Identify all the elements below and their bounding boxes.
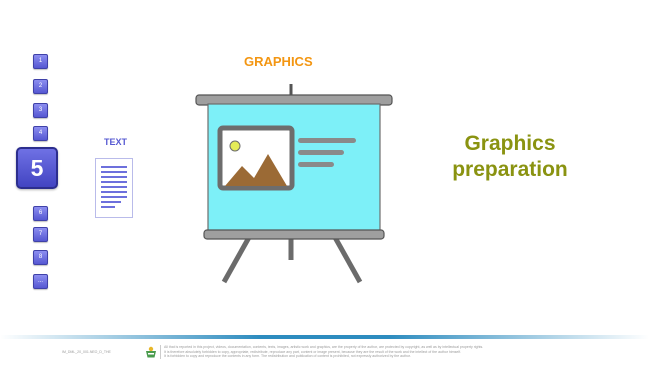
heading-line-2: preparation: [452, 158, 568, 181]
legal-line-3: It is forbidden to copy and reproduce th…: [164, 354, 411, 358]
step-button-7[interactable]: 7: [33, 227, 48, 242]
text-label: TEXT: [104, 137, 128, 147]
footer-divider-rule: [0, 335, 649, 339]
company-logo-icon: [146, 346, 156, 358]
document-icon: [95, 158, 133, 218]
graphics-label: GRAPHICS: [244, 54, 313, 69]
step-button-more[interactable]: ...: [33, 274, 48, 289]
footer-legal-notice: All that is reported in this project, vi…: [164, 345, 594, 359]
current-step-button[interactable]: 5: [16, 147, 58, 189]
footer-document-code: IM_DML_20_001.NEO_D_THE: [62, 350, 111, 354]
step-button-1[interactable]: 1: [33, 54, 48, 69]
heading-line-1: Graphics: [464, 132, 556, 155]
footer-divider: [160, 345, 161, 359]
step-button-2[interactable]: 2: [33, 79, 48, 94]
legal-line-1: All that is reported in this project, vi…: [164, 345, 484, 349]
page-heading: Graphics preparation: [420, 131, 600, 183]
step-button-6[interactable]: 6: [33, 206, 48, 221]
picture-icon: [217, 125, 295, 191]
step-button-3[interactable]: 3: [33, 103, 48, 118]
legal-line-2: It is therefore absolutely forbidden to …: [164, 349, 462, 354]
step-button-4[interactable]: 4: [33, 126, 48, 141]
step-button-8[interactable]: 8: [33, 250, 48, 265]
presentation-easel-icon: [195, 84, 393, 284]
